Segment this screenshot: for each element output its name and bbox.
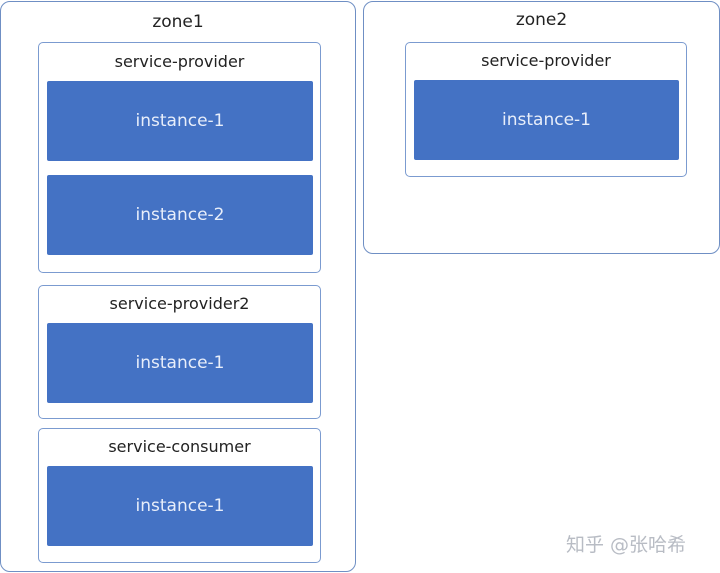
zone-1-service-provider2-instance-1: instance-1 [47, 323, 313, 403]
zone-2-title: zone2 [515, 10, 568, 30]
zone-1-service-consumer-instance-1: instance-1 [47, 466, 313, 546]
zone-1-service-provider2-box: service-provider2 instance-1 [38, 285, 321, 419]
zone-1-title: zone1 [152, 12, 204, 32]
zone-1-service-provider2-title: service-provider2 [109, 294, 250, 313]
zone-2-box: zone2 service-provider instance-1 [363, 1, 720, 254]
zone-2-service-provider-box: service-provider instance-1 [405, 42, 687, 177]
zone-2-service-provider-instance-1: instance-1 [414, 80, 679, 160]
zone-1-service-consumer-box: service-consumer instance-1 [38, 428, 321, 563]
zone-1-service-provider-instance-2: instance-2 [47, 175, 313, 255]
zone-1-service-consumer-title: service-consumer [108, 437, 251, 456]
zone-1-box: zone1 service-provider instance-1 instan… [0, 1, 356, 572]
zone-1-service-provider-instance-1: instance-1 [47, 81, 313, 161]
watermark-text: 知乎 @张哈希 [566, 534, 687, 556]
zone-1-service-provider-box: service-provider instance-1 instance-2 [38, 42, 321, 273]
zone-2-service-provider-title: service-provider [481, 51, 611, 70]
zone-1-service-provider-title: service-provider [114, 52, 245, 71]
